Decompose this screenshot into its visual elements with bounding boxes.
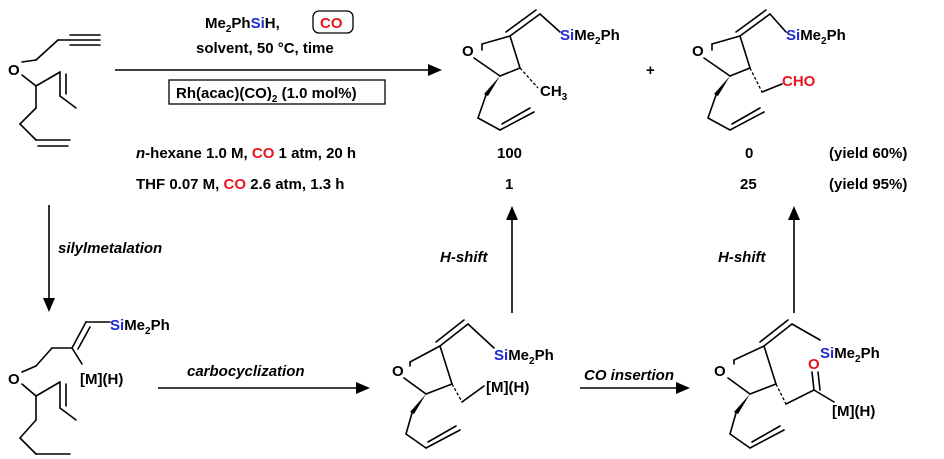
svg-text:SiMe2Ph: SiMe2Ph bbox=[110, 317, 170, 337]
svg-text:[M](H): [M](H) bbox=[486, 379, 529, 396]
svg-text:O: O bbox=[808, 356, 820, 373]
step-carbocyclization: carbocyclization bbox=[187, 363, 305, 380]
co-insertion-arrow bbox=[580, 382, 690, 394]
intermediate-vinyl-metal: SiMe2Ph [M](H) O bbox=[8, 317, 170, 455]
co-box bbox=[312, 10, 354, 34]
svg-text:SiMe2Ph: SiMe2Ph bbox=[560, 27, 620, 47]
svg-text:O: O bbox=[392, 363, 404, 380]
conditions-label: solvent, 50 °C, time bbox=[196, 40, 334, 57]
svg-text:Me2PhSiH,: Me2PhSiH, bbox=[205, 15, 280, 35]
co-label: CO bbox=[320, 15, 343, 32]
svg-text:[M](H): [M](H) bbox=[832, 403, 875, 420]
main-reaction-arrow bbox=[115, 64, 442, 76]
condition-row-1: n-hexane 1.0 M, CO 1 atm, 20 h 100 0 (yi… bbox=[136, 145, 907, 162]
svg-text:[M](H): [M](H) bbox=[80, 371, 123, 388]
svg-text:O: O bbox=[462, 43, 474, 60]
ratio-a-row-2: 1 bbox=[505, 176, 513, 193]
svg-text:n-hexane 1.0 M, CO 1 atm, 20 h: n-hexane 1.0 M, CO 1 atm, 20 h bbox=[136, 145, 356, 162]
condition-row-2: THF 0.07 M, CO 2.6 atm, 1.3 h 1 25 (yiel… bbox=[136, 176, 907, 193]
catalyst-box: Rh(acac)(CO)2 (1.0 mol%) bbox=[168, 79, 386, 105]
svg-text:SiMe2Ph: SiMe2Ph bbox=[820, 345, 880, 365]
atom-oxygen: O bbox=[8, 62, 20, 79]
silylmetalation-arrow bbox=[43, 205, 55, 312]
svg-text:O: O bbox=[692, 43, 704, 60]
step-co-insertion: CO insertion bbox=[584, 367, 674, 384]
step-h-shift-2: H-shift bbox=[718, 249, 766, 266]
svg-text:CHO: CHO bbox=[782, 73, 816, 90]
yield-row-2: (yield 95%) bbox=[829, 176, 907, 193]
svg-text:CH3: CH3 bbox=[540, 83, 568, 103]
svg-text:THF 0.07 M, CO 2.6 atm, 1.3 h: THF 0.07 M, CO 2.6 atm, 1.3 h bbox=[136, 176, 344, 193]
carbocyclization-arrow bbox=[158, 382, 370, 394]
svg-text:SiMe2Ph: SiMe2Ph bbox=[786, 27, 846, 47]
ratio-a-row-1: 100 bbox=[497, 145, 522, 162]
ratio-b-row-2: 25 bbox=[740, 176, 757, 193]
intermediate-acyl-metal: O SiMe2Ph O [M](H) bbox=[714, 319, 880, 449]
starting-material: O bbox=[8, 34, 101, 147]
yield-row-1: (yield 60%) bbox=[829, 145, 907, 162]
svg-text:SiMe2Ph: SiMe2Ph bbox=[494, 347, 554, 367]
h-shift-arrow-1 bbox=[506, 206, 518, 313]
svg-text:Rh(acac)(CO)2 (1.0 mol%): Rh(acac)(CO)2 (1.0 mol%) bbox=[176, 85, 357, 105]
step-h-shift-1: H-shift bbox=[440, 249, 488, 266]
svg-text:O: O bbox=[714, 363, 726, 380]
plus-sign: + bbox=[646, 62, 655, 79]
product-methyl: O SiMe2Ph CH3 bbox=[462, 9, 620, 131]
intermediate-alkyl-metal: O SiMe2Ph [M](H) bbox=[392, 319, 554, 449]
product-aldehyde: O SiMe2Ph CHO bbox=[692, 9, 846, 131]
reagent-line: Me2PhSiH, CO bbox=[205, 10, 354, 35]
ratio-b-row-1: 0 bbox=[745, 145, 753, 162]
h-shift-arrow-2 bbox=[788, 206, 800, 313]
step-silylmetalation: silylmetalation bbox=[58, 240, 162, 257]
svg-text:O: O bbox=[8, 371, 20, 388]
